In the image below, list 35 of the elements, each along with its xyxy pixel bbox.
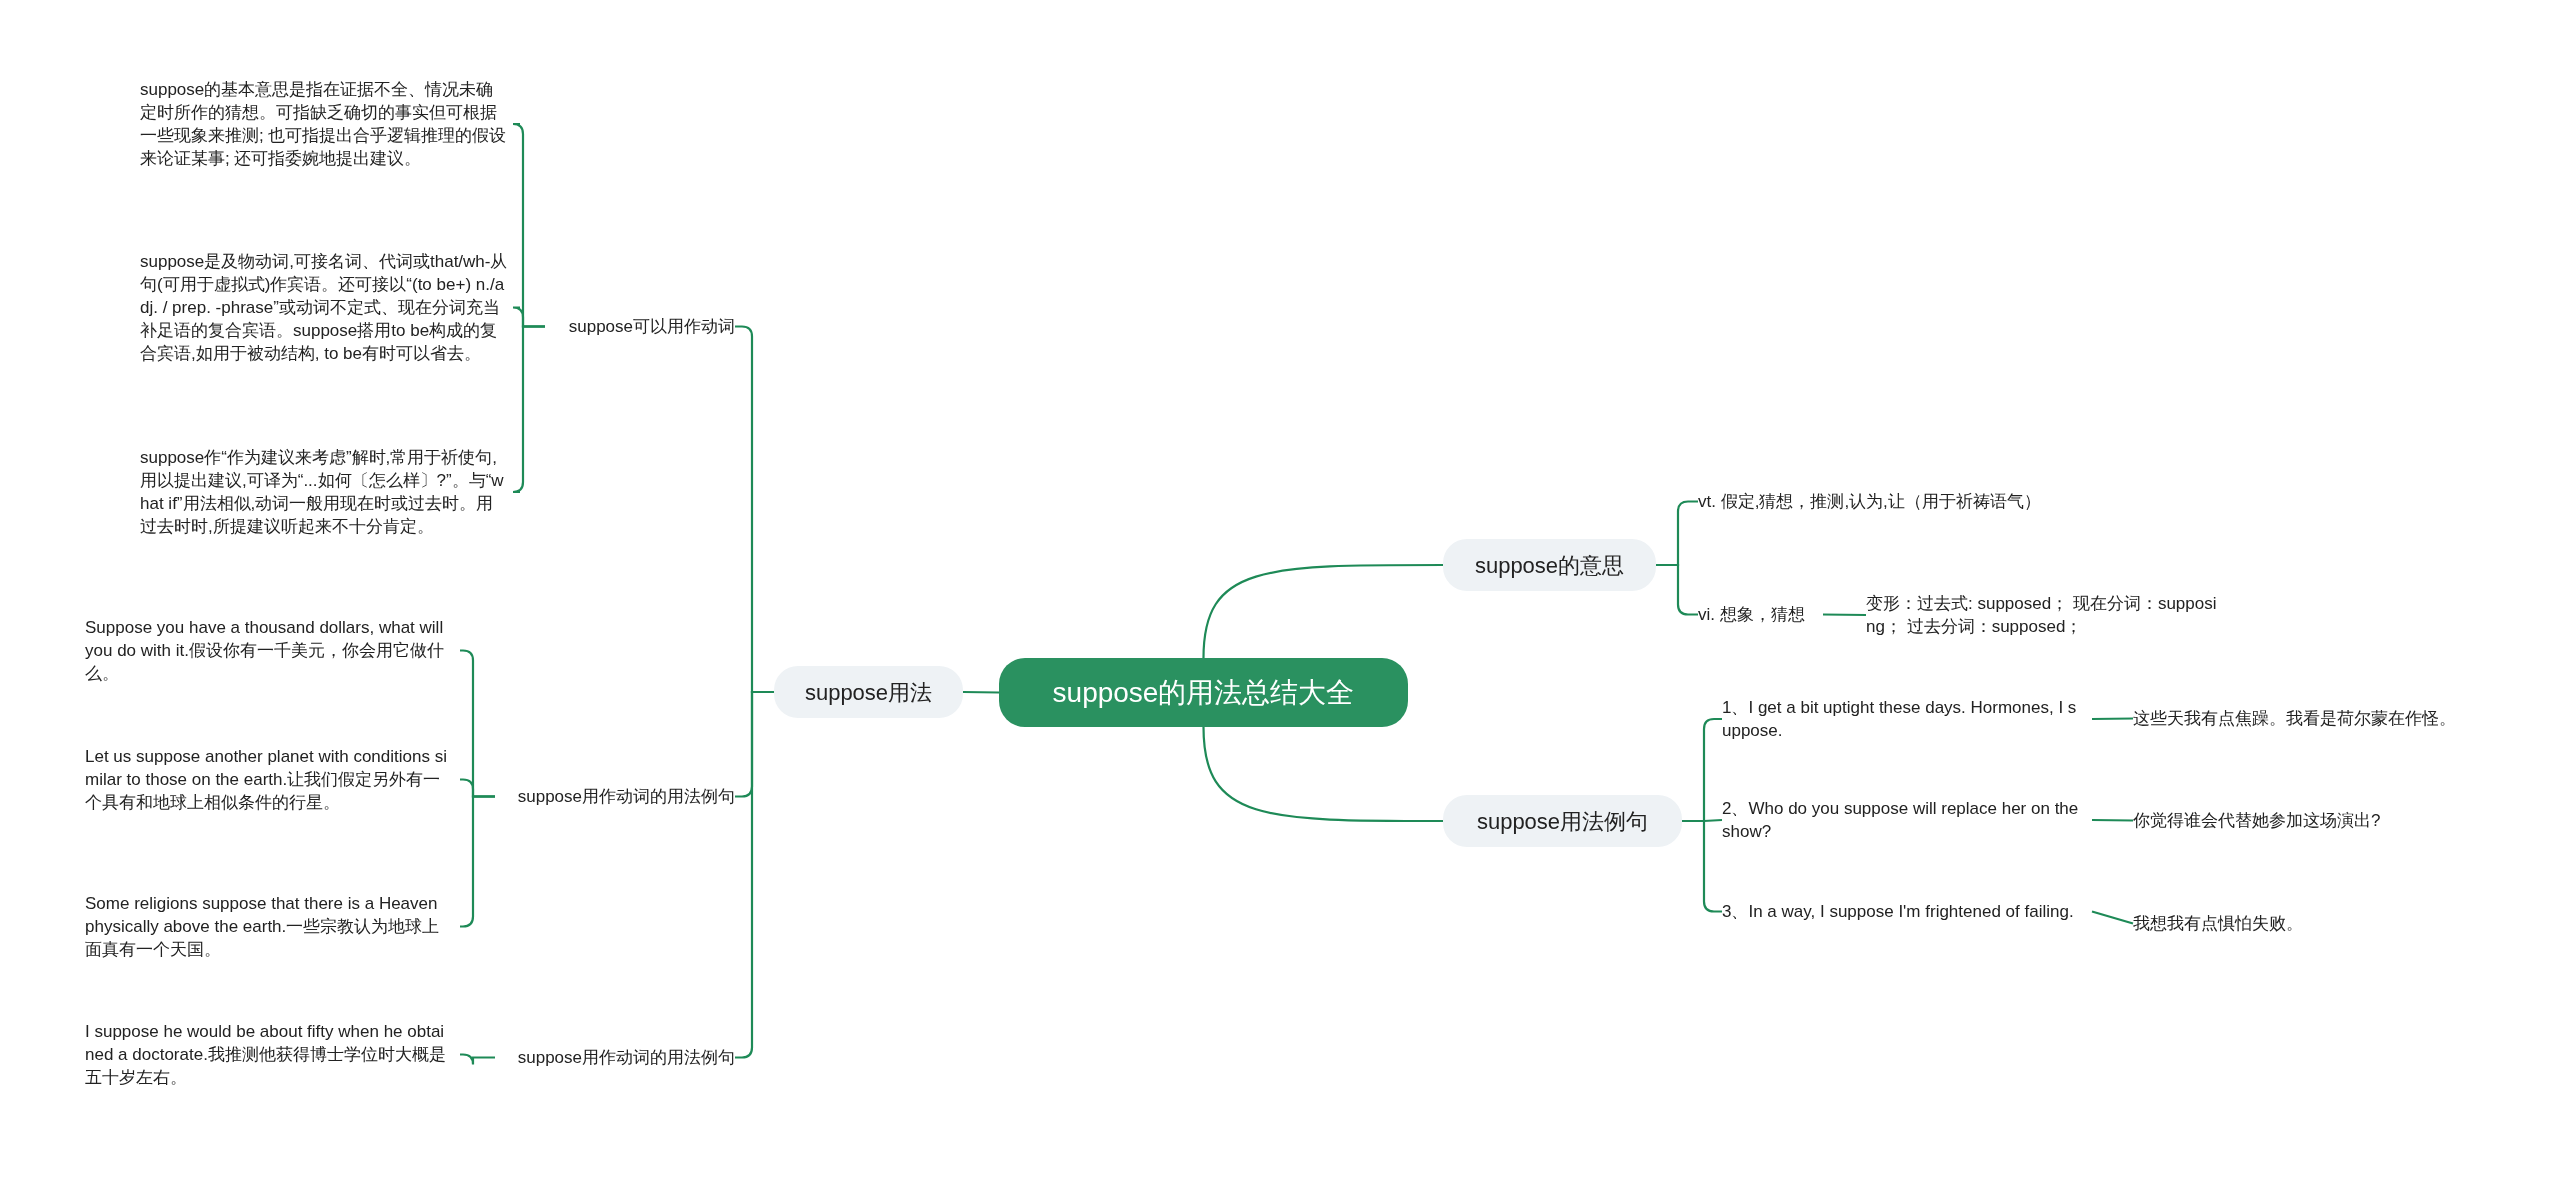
example-text: Let us suppose another planet with conditions similar to those on the earth.让我们假定另外有一个具有和地球上相似条件的行星。: [85, 745, 460, 814]
topic-text: suppose用作动词的用法例句: [495, 1046, 735, 1069]
example-text: 3、In a way, I suppose I'm frightened of failing.: [1722, 900, 2092, 923]
translation-text: 你觉得谁会代替她参加这场演出?: [2133, 809, 2543, 832]
meaning-text: vi. 想象，猜想: [1698, 603, 1823, 626]
connector-line: [963, 690, 999, 694]
example-text: Some religions suppose that there is a Heaven physically above the earth.一些宗教认为地球上面真有一个天国。: [85, 892, 460, 961]
connector-line: [2092, 818, 2133, 822]
note-text: suppose作“作为建议来考虑”解时,常用于祈使句,用以提出建议,可译为“...如何〔怎么样〕?”。与“what if”用法相似,动词一般用现在时或过去时。用过去时时,所提建议听起来不十分肯定。: [140, 446, 520, 538]
connector-line: [1656, 563, 1698, 616]
connector-line: [2092, 717, 2133, 721]
example-text: Suppose you have a thousand dollars, what will you do with it.假设你有一千美元，你会用它做什么。: [85, 616, 460, 685]
note-text: suppose的基本意思是指在证据不全、情况未确定时所作的猜想。可指缺乏确切的事实但可根据一些现象来推测; 也可指提出合乎逻辑推理的假设来论证某事; 还可指委婉地提出建议。: [140, 78, 520, 170]
connector-line: [460, 1053, 495, 1066]
topic-pill: suppose的意思: [1443, 539, 1656, 591]
connector-line: [735, 690, 774, 1059]
example-text: 2、Who do you suppose will replace her on the show?: [1722, 797, 2092, 843]
topic-pill: suppose用法例句: [1443, 795, 1682, 847]
example-text: I suppose he would be about fifty when he obtained a doctorate.我推测他获得博士学位时大概是五十岁左右。: [85, 1020, 460, 1089]
meaning-text: vt. 假定,猜想，推测,认为,让（用于祈祷语气）: [1698, 490, 2058, 513]
connector-line: [1202, 726, 1443, 823]
central-topic: suppose的用法总结大全: [999, 658, 1408, 727]
note-text: suppose是及物动词,可接名词、代词或that/wh-从句(可用于虚拟式)作宾语。还可接以“(to be+) n./adj. / prep. -phrase”或动词不定式、现在分词充当补足语的复合宾语。suppose搭用to be构成的复合宾语,如用于被动结构, to be有时可以省去。: [140, 250, 520, 365]
example-text: 1、I get a bit uptight these days. Hormones, I suppose.: [1722, 696, 2092, 742]
translation-text: 我想我有点惧怕失败。: [2133, 912, 2543, 935]
connector-line: [1202, 563, 1443, 659]
note-text: 变形：过去式: supposed； 现在分词：supposing； 过去分词：supposed；: [1866, 592, 2236, 638]
topic-text: suppose用作动词的用法例句: [495, 785, 735, 808]
topic-text: suppose可以用作动词: [545, 315, 735, 338]
translation-text: 这些天我有点焦躁。我看是荷尔蒙在作怪。: [2133, 707, 2543, 730]
connector-line: [511, 325, 545, 494]
connector-line: [460, 795, 495, 928]
connector-line: [1823, 613, 1866, 617]
topic-pill: suppose用法: [774, 666, 963, 718]
connector-line: [2091, 910, 2134, 925]
